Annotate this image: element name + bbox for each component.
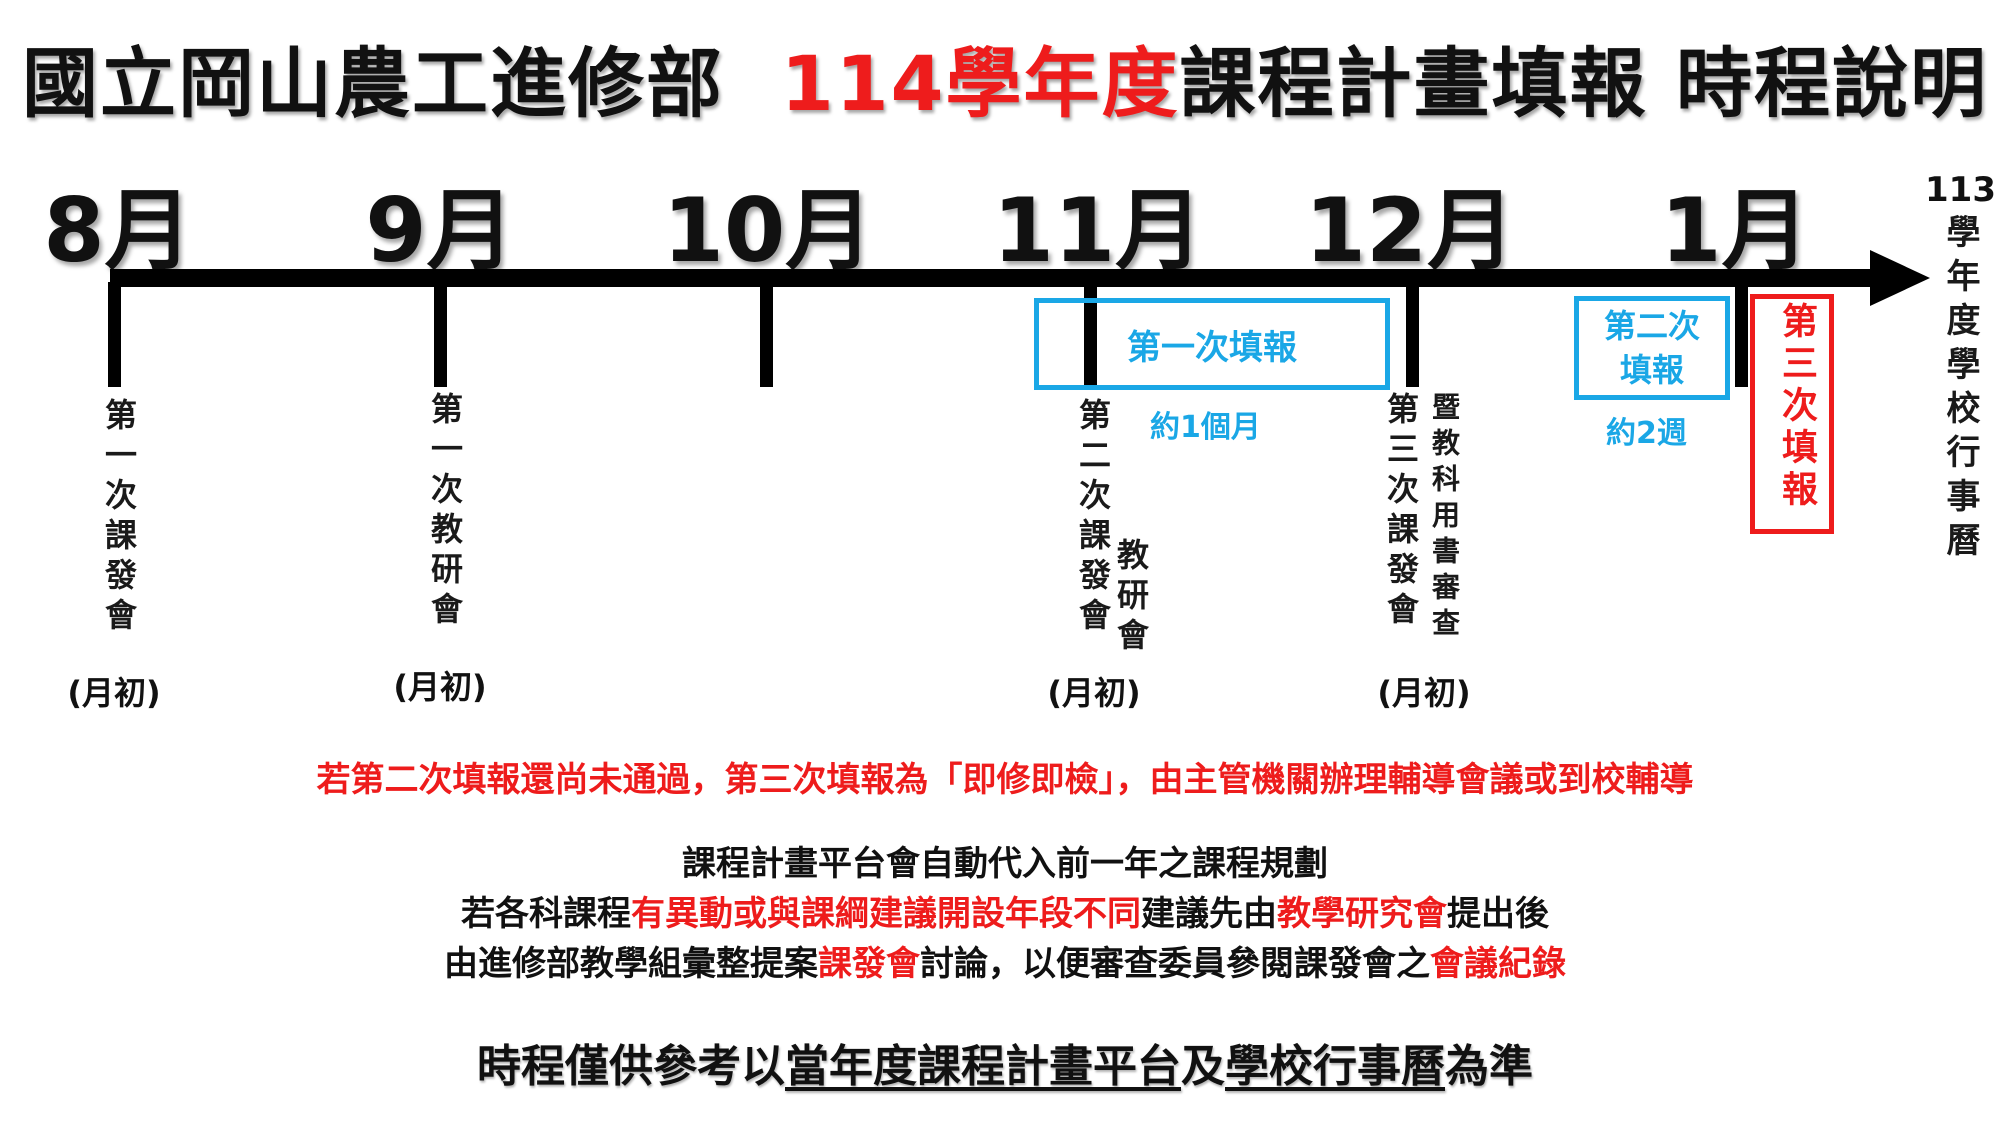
- tick-nov: [1084, 282, 1097, 387]
- second-submission-label-line1: 第二次: [1603, 307, 1700, 345]
- footer-note: 時程僅供參考以當年度課程計畫平台及學校行事曆為準: [0, 1030, 2010, 1094]
- event-aug-note: (月初): [67, 674, 161, 712]
- page-title: 國立岡山農工進修部 114學年度課程計畫填報 時程說明: [0, 22, 2010, 132]
- month-label-dec: 12月: [1304, 179, 1516, 282]
- end-label-year: 113: [1925, 170, 1996, 210]
- note-line-2-part-2: 建議先由: [1141, 894, 1277, 934]
- note-line-2-part-3: 提出後: [1447, 894, 1549, 934]
- note-line-3-red-2: 會議紀錄: [1430, 944, 1566, 984]
- note-line-2-part-1: 若各科課程: [461, 894, 631, 934]
- second-submission-box: 第二次 填報: [1574, 296, 1730, 400]
- event-dec-label-b: 暨教科用書審查: [1428, 392, 1461, 644]
- month-label-aug: 8月: [43, 179, 193, 282]
- footer-part-1: 時程僅供參考以: [477, 1041, 785, 1092]
- event-dec-note: (月初): [1377, 674, 1471, 712]
- second-submission-duration: 約2週: [1606, 416, 1687, 451]
- red-warning-note: 若第二次填報還尚未通過，第三次填報為「即修即檢」，由主管機關辦理輔導會議或到校輔…: [316, 760, 1694, 800]
- title-prefix: 國立岡山農工進修部: [21, 39, 724, 128]
- note-line-2-red-1: 有異動或與課綱建議開設年段不同: [631, 894, 1141, 934]
- tick-jan: [1735, 282, 1748, 387]
- month-label-jan: 1月: [1660, 179, 1810, 282]
- event-nov-note: (月初): [1047, 674, 1141, 712]
- third-submission-box: [1750, 294, 1834, 534]
- event-aug-label: 第一次課發會: [100, 398, 138, 638]
- second-submission-label-line2: 填報: [1619, 351, 1684, 389]
- tick-aug: [108, 282, 121, 387]
- footer-part-2: 及: [1181, 1041, 1225, 1092]
- footer-underline-2: 學校行事曆: [1225, 1041, 1445, 1092]
- note-line-3-red-1: 課發會: [818, 944, 920, 984]
- tick-dec: [1406, 282, 1419, 387]
- note-line-3-part-1: 由進修部教學組彙整提案: [444, 944, 818, 984]
- event-sep-label: 第一次教研會: [426, 392, 464, 632]
- event-sep-note: (月初): [393, 668, 487, 706]
- month-label-sep: 9月: [365, 179, 515, 282]
- month-label-oct: 10月: [662, 179, 874, 282]
- footer-part-3: 為準: [1445, 1041, 1533, 1092]
- month-label-nov: 11月: [992, 179, 1204, 282]
- title-suffix: 課程計畫填報 時程說明: [1179, 39, 1989, 128]
- first-submission-duration: 約1個月: [1150, 410, 1261, 445]
- note-line-1: 課程計畫平台會自動代入前一年之課程規劃: [682, 844, 1328, 884]
- note-line-3-part-2: 討論，以便審查委員參閱課發會之: [920, 944, 1430, 984]
- note-line-2-red-2: 教學研究會: [1277, 894, 1447, 934]
- event-nov-label-b: 教研會: [1112, 538, 1150, 658]
- tick-sep: [434, 282, 447, 387]
- title-highlight: 114學年度: [780, 39, 1180, 128]
- footer-underline-1: 當年度課程計畫平台: [785, 1041, 1181, 1092]
- note-line-3: 由進修部教學組彙整提案課發會討論，以便審查委員參閱課發會之會議紀錄: [0, 936, 2010, 985]
- note-line-2: 若各科課程有異動或與課綱建議開設年段不同建議先由教學研究會提出後: [0, 886, 2010, 935]
- timeline-arrowhead: [1870, 250, 1930, 306]
- first-submission-label: 第一次填報: [1127, 327, 1297, 368]
- event-dec-label-a: 第三次課發會: [1382, 392, 1420, 632]
- tick-oct: [760, 282, 773, 387]
- end-label-text: 學年度學校行事曆: [1940, 214, 1980, 566]
- first-submission-box: 第一次填報: [1034, 298, 1390, 390]
- third-submission-label: 第三次填報: [1776, 302, 1817, 512]
- event-nov-label-a: 第二次課發會: [1074, 398, 1112, 638]
- timeline-axis: [110, 269, 1880, 287]
